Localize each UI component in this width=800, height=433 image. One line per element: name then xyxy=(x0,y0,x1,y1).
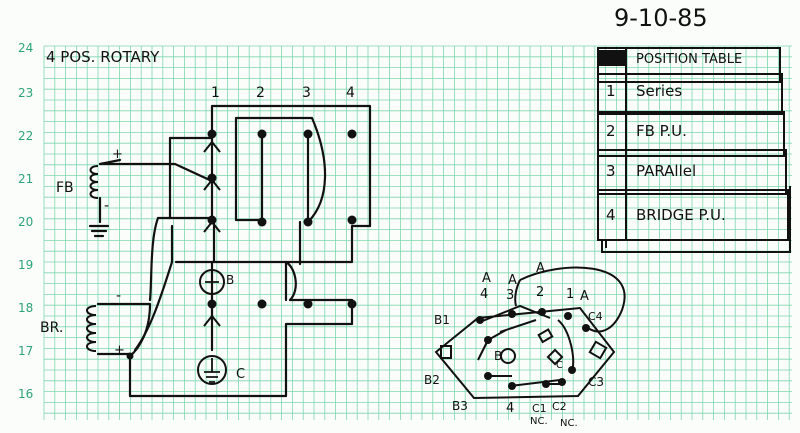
wafer-b0-label: B xyxy=(494,349,502,363)
polarity-minus-label: - xyxy=(116,288,121,304)
row-number: 21 xyxy=(18,172,33,186)
contact-dot xyxy=(303,129,313,139)
wafer-label: A xyxy=(508,273,517,288)
contact-dot xyxy=(257,129,267,139)
wafer-label: 1 xyxy=(566,287,574,302)
contact-dot xyxy=(347,215,357,225)
switch-position-labels: 1 2 3 4 xyxy=(211,85,355,101)
wiper-arrows xyxy=(203,140,221,327)
contact-dot xyxy=(303,299,313,309)
position-label: 2 xyxy=(256,85,265,101)
wafer-c1-label: C1 xyxy=(532,402,547,415)
row-number: 24 xyxy=(18,41,33,55)
wiper-b-circle xyxy=(199,269,225,295)
date-label: 9-10-85 xyxy=(614,4,708,32)
wafer-label: 4 xyxy=(480,287,488,302)
wafer-dot xyxy=(476,316,484,324)
row-number: 16 xyxy=(18,387,33,401)
br-pickup-label: BR. xyxy=(40,320,63,336)
position-table-name: PARAllel xyxy=(636,162,696,180)
wafer-label: A xyxy=(536,261,545,276)
row-number: 18 xyxy=(18,301,33,315)
wafer-c3-label: C3 xyxy=(588,375,604,389)
wafer-dot xyxy=(564,312,572,320)
wafer-dot xyxy=(508,310,516,318)
position-table-num: 1 xyxy=(606,82,616,100)
wafer-c2-label: C2 xyxy=(552,400,567,413)
wafer-label: A xyxy=(580,289,589,304)
wafer-c4-label: C4 xyxy=(588,310,603,323)
polarity-plus-label: + xyxy=(114,343,125,358)
fb-pickup-coil xyxy=(89,165,99,199)
position-table-num: 2 xyxy=(606,122,616,140)
contact-dot xyxy=(347,299,357,309)
contact-dot xyxy=(126,352,134,360)
wafer-dot xyxy=(538,308,546,316)
position-label: 3 xyxy=(302,85,311,101)
wafer-dot xyxy=(508,382,516,390)
grid-row-numbers: 24 23 22 21 20 19 18 17 16 xyxy=(18,41,33,401)
row-number: 23 xyxy=(18,86,33,100)
wafer-dot xyxy=(484,336,492,344)
wiper-c-label: C xyxy=(236,367,245,382)
contact-dot xyxy=(207,173,217,183)
position-table-marker xyxy=(599,50,625,66)
position-table-name: BRIDGE P.U. xyxy=(636,206,726,224)
wiper-b-label: B xyxy=(226,273,234,287)
position-table-num: 3 xyxy=(606,162,616,180)
contact-dot xyxy=(257,299,267,309)
position-table-name: FB P.U. xyxy=(636,122,687,140)
wafer-bottom-4-label: 4 xyxy=(506,401,514,416)
contact-dot xyxy=(207,215,217,225)
polarity-minus-label: - xyxy=(104,198,109,214)
wafer-b2-label: B2 xyxy=(424,373,440,387)
position-label: 1 xyxy=(211,85,220,101)
wafer-dot xyxy=(568,366,576,374)
row-number: 19 xyxy=(18,258,33,272)
position-table-num: 4 xyxy=(606,206,616,224)
wafer-dot xyxy=(582,324,590,332)
row-number: 22 xyxy=(18,129,33,143)
wafer-label: 2 xyxy=(536,285,544,300)
position-table-name: Series xyxy=(636,82,682,100)
wafer-dot xyxy=(558,378,566,386)
wiper-c-circle xyxy=(197,355,227,385)
br-pickup-coil xyxy=(86,305,97,352)
fb-pickup-label: FB xyxy=(56,180,74,196)
position-table-header: POSITION TABLE xyxy=(636,52,742,67)
wafer-label: 3 xyxy=(506,288,514,303)
wafer-b1-label: B1 xyxy=(434,313,450,327)
row-number: 20 xyxy=(18,215,33,229)
row-number: 17 xyxy=(18,344,33,358)
graph-paper-grid xyxy=(43,45,792,420)
wafer-dot xyxy=(484,372,492,380)
wafer-nc-label: NC. xyxy=(560,418,578,429)
polarity-plus-label: + xyxy=(112,147,123,162)
position-table xyxy=(597,47,791,253)
wafer-nc-label: NC. xyxy=(530,416,548,427)
wafer-dot xyxy=(542,380,550,388)
contact-dot xyxy=(303,217,313,227)
switch-contacts xyxy=(126,129,357,360)
diagram-title: 4 POS. ROTARY xyxy=(46,48,160,66)
main-wiring xyxy=(88,104,372,398)
wafer-contacts xyxy=(476,308,590,390)
contact-dot xyxy=(347,129,357,139)
contact-dot xyxy=(207,299,217,309)
contact-dot xyxy=(207,129,217,139)
position-label: 4 xyxy=(346,85,355,101)
wafer-label: A xyxy=(482,271,491,286)
contact-dot xyxy=(257,217,267,227)
wafer-c-center-label: C xyxy=(556,360,563,371)
wafer-b3-label: B3 xyxy=(452,399,468,413)
